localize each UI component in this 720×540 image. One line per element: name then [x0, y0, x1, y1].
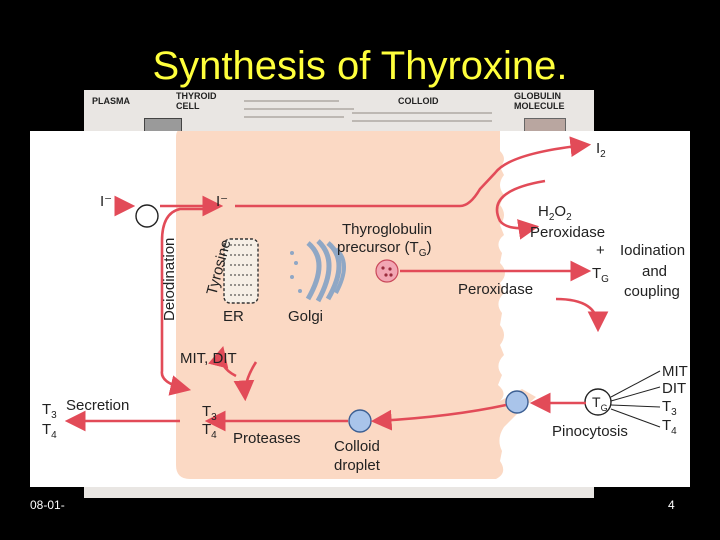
text-line [352, 112, 492, 114]
deiodination-label: Deiodination [161, 238, 178, 321]
and-label: and [642, 263, 667, 280]
tg-precursor-line2: precursor (TG) [337, 239, 431, 259]
footer-date: 08-01- [30, 498, 65, 512]
er-organelle [223, 238, 259, 304]
dit-deiodinate-arrow [208, 345, 237, 378]
globulin-molecule-header: GLOBULIN MOLECULE [514, 91, 565, 111]
t3-out-label: T3 [42, 401, 57, 421]
t3-in-label: T3 [202, 403, 217, 423]
thyroid-cell-header: THYROID CELL [176, 91, 217, 111]
slide-title: Synthesis of Thyroxine. [152, 44, 568, 88]
text-line [352, 120, 492, 122]
colloid-droplet [348, 409, 372, 433]
page-number: 4 [668, 498, 675, 512]
er-label: ER [223, 308, 244, 325]
h2o2-label: H2O2 [538, 203, 572, 223]
coupling-label: coupling [624, 283, 680, 300]
iodination-label: Iodination [620, 242, 685, 259]
mit-dit-arrow [233, 361, 258, 402]
text-line [244, 108, 354, 110]
i2-label: I2 [596, 140, 606, 160]
pinocytosis-label: Pinocytosis [552, 423, 628, 440]
text-line [244, 100, 339, 102]
tg-precursor-vesicle [375, 259, 399, 283]
secretion-label: Secretion [66, 397, 129, 414]
diagram-panel: I⁻ I⁻ Deiodination Tyrosine ER Golgi Thy… [30, 131, 690, 487]
t3-list-label: T3 [662, 398, 677, 418]
colloid-droplet-label-1: Colloid [334, 438, 380, 455]
iodide-right-label: I⁻ [216, 193, 228, 210]
t4-out-label: T4 [42, 421, 57, 441]
text-line [244, 116, 344, 118]
colloid-droplet-label-2: droplet [334, 457, 381, 474]
t4-list-label: T4 [662, 417, 677, 437]
thyroxine-synthesis-diagram: I⁻ I⁻ Deiodination Tyrosine ER Golgi Thy… [42, 131, 688, 479]
tg-precursor-line1: Thyroglobulin [342, 221, 432, 238]
golgi-organelle [290, 239, 346, 303]
t4-in-label: T4 [202, 421, 217, 441]
peroxidase-arrow [555, 297, 609, 333]
tg-globule-label: TG [592, 394, 608, 413]
plus-label: + [596, 242, 605, 259]
colloid-header: COLLOID [398, 96, 439, 106]
pinocytosis-droplet [505, 390, 529, 414]
h2o2-arrow [495, 179, 546, 240]
i2-arrow [235, 136, 592, 208]
golgi-label: Golgi [288, 308, 323, 325]
iodide-recycle-arrow [160, 207, 205, 396]
thyroid-cell-body [176, 131, 536, 479]
pinocytosis-arrow [370, 403, 507, 431]
plasma-header: PLASMA [92, 96, 130, 106]
iodide-left-label: I⁻ [100, 193, 112, 210]
mit-dit-label: MIT, DIT [180, 350, 237, 367]
peroxidase-mid-label: Peroxidase [458, 281, 533, 298]
iodide-transporter [135, 204, 159, 228]
tg-colloid-label: TG [592, 265, 609, 285]
peroxidase-top-label: Peroxidase [530, 224, 605, 241]
proteases-label: Proteases [233, 430, 301, 447]
mit-label: MIT [662, 363, 688, 380]
dit-label: DIT [662, 380, 686, 397]
